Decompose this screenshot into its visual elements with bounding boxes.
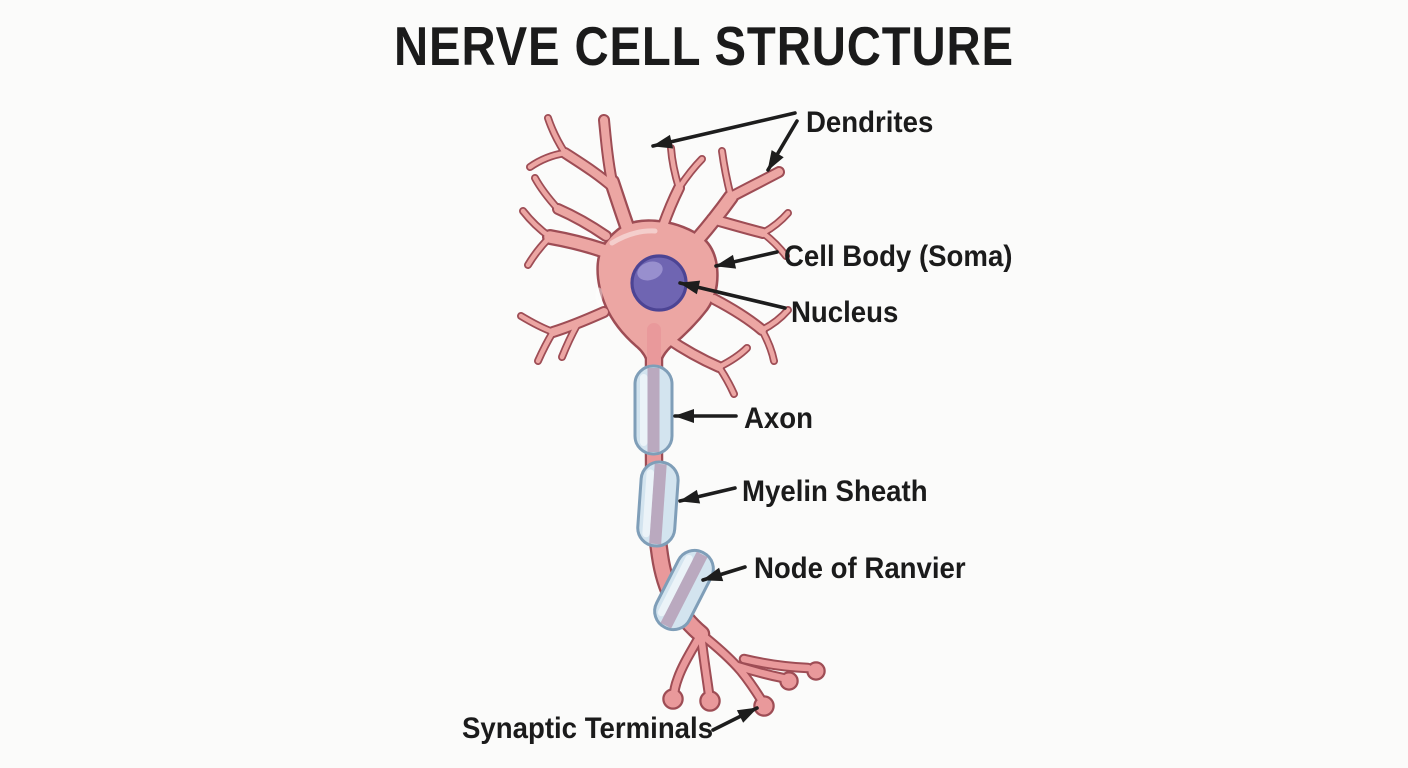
dendrites-arrow-right <box>766 119 799 172</box>
cell-body-arrow <box>714 250 779 269</box>
annotation-arrows <box>651 111 799 732</box>
label-dendrites: Dendrites <box>806 106 934 139</box>
label-nucleus: Nucleus <box>791 296 899 329</box>
myelin-segment-2 <box>636 460 680 548</box>
nucleus-arrow <box>678 280 787 310</box>
label-axon: Axon <box>744 402 813 435</box>
page-title: NERVE CELL STRUCTURE <box>394 15 1014 77</box>
label-node-of-ranvier: Node of Ranvier <box>754 552 966 585</box>
label-myelin-sheath: Myelin Sheath <box>742 475 928 508</box>
soma-highlight <box>609 228 658 246</box>
node-of-ranvier-arrow <box>701 565 747 582</box>
myelin-segment-3 <box>653 548 715 632</box>
synaptic-terminals-arrow <box>711 706 759 732</box>
nucleus-shape <box>630 254 688 312</box>
label-cell-body: Cell Body (Soma) <box>784 240 1013 273</box>
myelin-sheath-arrow <box>678 486 737 504</box>
label-synaptic-terminals: Synaptic Terminals <box>462 712 714 745</box>
neuron-fill-layer <box>518 115 824 715</box>
soma-highlight-small <box>595 287 603 305</box>
myelin-segment-1 <box>633 364 674 456</box>
dendrites-arrow-left <box>651 111 797 149</box>
